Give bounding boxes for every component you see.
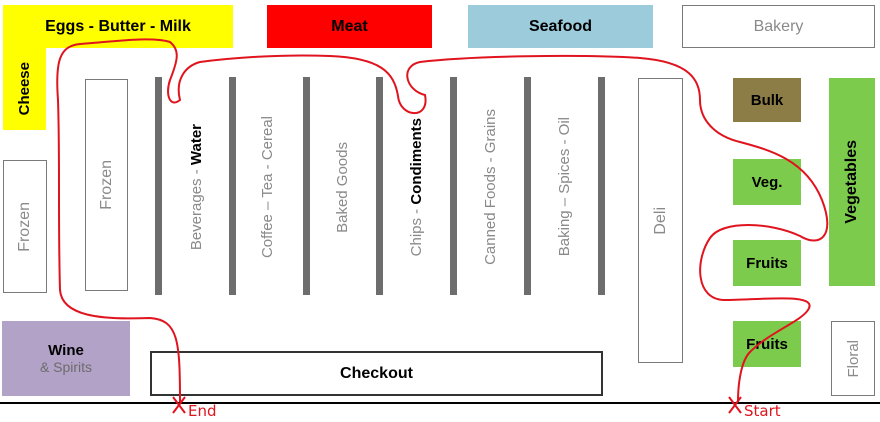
fruits-1-label: Fruits bbox=[746, 254, 788, 272]
veg-label: Veg. bbox=[751, 173, 783, 191]
veg-section: Veg. bbox=[733, 159, 801, 205]
fruits-section-1: Fruits bbox=[733, 240, 801, 286]
shelf-6 bbox=[524, 77, 531, 295]
end-x-mark bbox=[172, 396, 186, 414]
floral-section: Floral bbox=[831, 321, 875, 396]
spirits-label: & Spirits bbox=[39, 359, 93, 375]
wine-spirits-section: Wine & Spirits bbox=[2, 321, 130, 396]
seafood-label: Seafood bbox=[528, 17, 593, 35]
shelf-4 bbox=[376, 77, 383, 295]
shelf-3 bbox=[303, 77, 310, 295]
eggs-butter-milk-label: Eggs - Butter - Milk bbox=[45, 17, 191, 35]
shelf-7 bbox=[598, 77, 605, 295]
wine-label: Wine bbox=[48, 342, 84, 359]
meat-section: Meat bbox=[267, 5, 432, 48]
checkout-label: Checkout bbox=[340, 364, 413, 382]
start-label: Start bbox=[744, 402, 781, 420]
vegetables-section: Vegetables bbox=[829, 78, 875, 286]
shelf-2 bbox=[229, 77, 236, 295]
cheese-section: Cheese bbox=[3, 48, 46, 130]
fruits-2-label: Fruits bbox=[746, 335, 788, 353]
start-x-mark bbox=[728, 396, 742, 414]
frozen-inner-section: Frozen bbox=[85, 79, 128, 291]
shopping-route-path bbox=[56, 38, 829, 403]
shelf-1 bbox=[155, 77, 162, 295]
seafood-section: Seafood bbox=[468, 5, 653, 48]
bakery-label: Bakery bbox=[753, 17, 804, 35]
end-label: End bbox=[188, 402, 217, 420]
shelf-5 bbox=[450, 77, 457, 295]
frozen-left-section: Frozen bbox=[3, 160, 47, 293]
checkout-section: Checkout bbox=[150, 351, 603, 396]
bulk-section: Bulk bbox=[733, 78, 801, 122]
meat-label: Meat bbox=[331, 17, 368, 35]
bulk-label: Bulk bbox=[750, 91, 784, 109]
bakery-section: Bakery bbox=[682, 5, 875, 48]
deli-section: Deli bbox=[638, 78, 683, 363]
